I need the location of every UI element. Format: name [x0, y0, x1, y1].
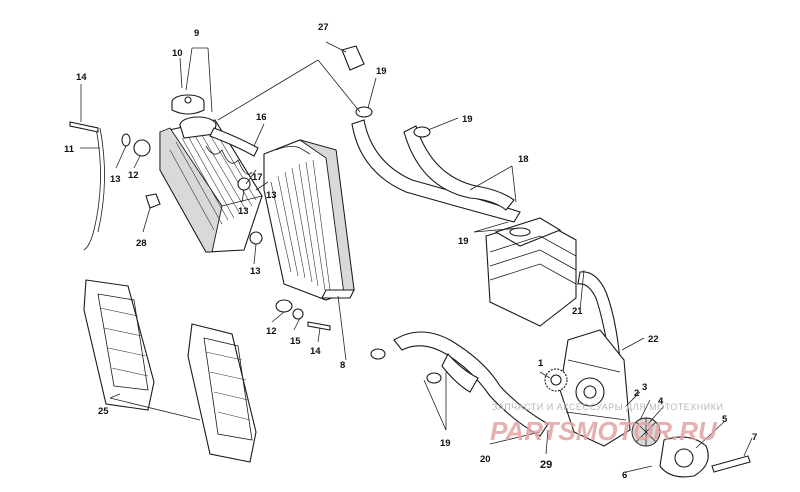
louver-right: [187, 323, 257, 463]
bolt-14-left: [69, 121, 99, 133]
lower-hose: [393, 331, 549, 437]
callout-10: 10: [172, 48, 183, 59]
upper-hose: [351, 119, 521, 223]
callout-29: 29: [540, 459, 552, 471]
clamp-19-top: [355, 106, 373, 118]
callout-20: 20: [480, 454, 491, 465]
callout-19-lower: 19: [440, 438, 451, 449]
callout-5: 5: [722, 414, 728, 425]
callout-8: 8: [340, 360, 345, 371]
gear: [544, 368, 568, 392]
watermark-logo: PARTSMOTOR.RU: [490, 416, 718, 446]
leader-lines: [80, 41, 753, 473]
upper-hose-2: [403, 125, 515, 211]
callout-9: 9: [194, 28, 199, 39]
pump-bolt: [711, 455, 751, 473]
callout-13b: 13: [238, 206, 249, 217]
nut-28: [145, 193, 161, 209]
pump-cover: [659, 436, 709, 478]
callout-17: 17: [252, 172, 263, 183]
louver-left: [83, 279, 155, 411]
callout-13c: 13: [250, 266, 261, 277]
callout-6: 6: [622, 470, 627, 481]
callout-3: 3: [642, 382, 647, 393]
callout-18: 18: [518, 154, 529, 165]
filler-neck: [179, 116, 217, 139]
cross-hose: [209, 127, 259, 157]
bolt-14-right: [307, 321, 331, 331]
callout-labels: 1 2 3 4 5 6 7 8 9 10 11 12 12 13 13 13 1…: [64, 22, 757, 481]
callout-21: 21: [572, 306, 583, 317]
callout-11: 11: [64, 144, 75, 155]
callout-19-pipe: 19: [462, 114, 473, 125]
cylinder-head: [485, 217, 577, 327]
watermark: ЗАПЧАСТИ И АКСЕССУАРЫ ДЛЯ МОТОТЕХНИКИ PA…: [490, 402, 723, 446]
callout-19-cylinder: 19: [458, 236, 469, 247]
callout-1: 1: [538, 358, 544, 369]
callout-15: 15: [290, 336, 301, 347]
callout-25: 25: [98, 406, 109, 417]
callout-4: 4: [658, 396, 664, 407]
callout-13d: 13: [266, 190, 277, 201]
watermark-tagline: ЗАПЧАСТИ И АКСЕССУАРЫ ДЛЯ МОТОТЕХНИКИ: [492, 402, 723, 412]
callout-7: 7: [752, 432, 757, 443]
overflow-tube: [83, 127, 105, 251]
clamp-19-pipe: [413, 126, 431, 138]
impeller: [631, 417, 661, 447]
grommet-27: [341, 45, 365, 71]
clamp-19-lower: [370, 348, 442, 384]
callout-14b: 14: [310, 346, 321, 357]
callout-27: 27: [318, 22, 329, 33]
callout-16: 16: [256, 112, 267, 123]
callout-13a: 13: [110, 174, 121, 185]
filler-cap: [171, 94, 205, 115]
callout-12a: 12: [128, 170, 139, 181]
callout-14a: 14: [76, 72, 87, 83]
water-pump: [559, 329, 631, 447]
callout-22: 22: [648, 334, 659, 345]
callout-2: 2: [634, 388, 639, 399]
lower-hose-2: [441, 353, 479, 393]
callout-28: 28: [136, 238, 147, 249]
callout-19-top: 19: [376, 66, 387, 77]
callout-12b: 12: [266, 326, 277, 337]
right-radiator: [263, 139, 355, 301]
